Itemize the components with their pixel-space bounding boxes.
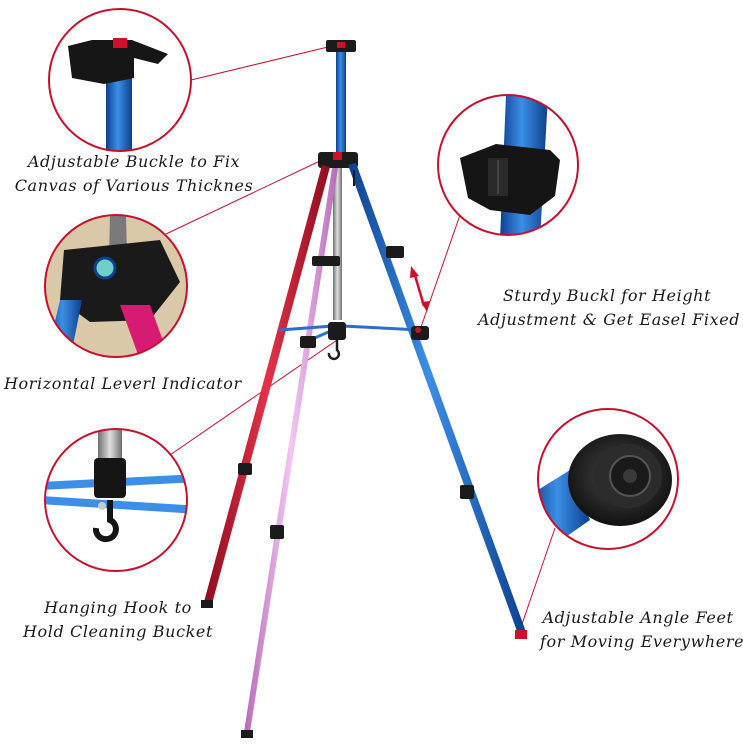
buckle-detail-icon — [48, 8, 192, 152]
leader-lines — [165, 45, 556, 631]
easel — [201, 40, 527, 738]
callout-level-indicator: Horizontal Leverl Indicator — [4, 372, 242, 396]
callout-level-indicator-line1: Horizontal Leverl Indicator — [4, 374, 242, 393]
callout-hanging-hook-line2: Hold Cleaning Bucket — [22, 622, 214, 641]
clamp-detail-icon — [437, 94, 579, 236]
hook-detail-icon — [44, 428, 188, 572]
level-detail-icon — [44, 214, 188, 358]
callout-hanging-hook-line1: Hanging Hook to — [44, 598, 192, 617]
callout-angle-feet-line1: Adjustable Angle Feet — [542, 608, 734, 627]
callout-height-buckle-line1: Sturdy Buckl for Height — [502, 286, 712, 305]
callout-angle-feet: Adjustable Angle Feet for Moving Everywh… — [540, 606, 743, 654]
callout-buckle-fix-line1: Adjustable Buckle to Fix — [27, 152, 241, 171]
foot-detail-icon — [537, 408, 679, 550]
callout-angle-feet-line2: for Moving Everywhere — [540, 632, 743, 651]
callout-buckle-fix-line2: Canvas of Various Thicknes — [14, 176, 254, 195]
callout-buckle-fix: Adjustable Buckle to Fix Canvas of Vario… — [10, 150, 258, 198]
callout-height-buckle-line2: Adjustment & Get Easel Fixed — [478, 310, 741, 329]
callout-hanging-hook: Hanging Hook to Hold Cleaning Bucket — [14, 596, 222, 644]
callout-height-buckle: Sturdy Buckl for Height Adjustment & Get… — [478, 284, 741, 332]
